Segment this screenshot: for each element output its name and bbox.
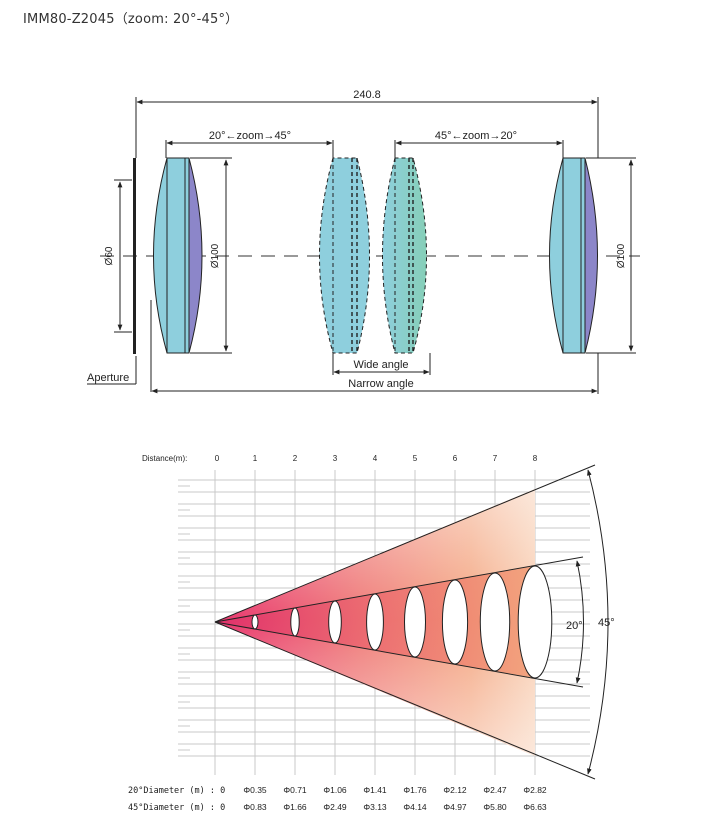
diameter-45-value: Φ2.49: [323, 802, 347, 812]
diameter-20-value: Φ1.06: [323, 785, 347, 795]
diameter-20-value: Φ0.35: [243, 785, 267, 795]
moving-lens-wide: [319, 157, 370, 354]
aperture-plate: [133, 158, 136, 354]
beam-spot: [441, 579, 469, 665]
distance-tick: 2: [293, 454, 298, 463]
total-length-label: 240.8: [353, 89, 381, 101]
beam-spot: [404, 586, 426, 658]
diameter-20-value: Φ2.82: [523, 785, 547, 795]
zoom-right-label: 45°←zoom→20°: [435, 130, 517, 142]
diameter-45-value: Φ5.80: [483, 802, 507, 812]
beam-spots: [251, 565, 553, 679]
right-lens-dia-label: Ø100: [616, 243, 627, 268]
moving-lens-narrow: [382, 157, 427, 354]
distance-tick: 7: [493, 454, 498, 463]
angle-narrow-label: 20°: [566, 620, 583, 632]
page-title: IMM80-Z2045（zoom: 20°-45°）: [23, 12, 239, 27]
distance-tick: 5: [413, 454, 418, 463]
diameter-45-value: Φ1.66: [283, 802, 307, 812]
beam-spot: [251, 614, 259, 630]
zoom-left-label: 20°←zoom→45°: [209, 130, 291, 142]
narrow-angle-label: Narrow angle: [348, 378, 413, 390]
beam-spot: [290, 607, 300, 637]
diameter-20-value: Φ0.71: [283, 785, 307, 795]
aperture-label: Aperture: [87, 372, 129, 384]
angle-wide-label: 45°: [598, 617, 615, 629]
diameter-45-value: Φ6.63: [523, 802, 547, 812]
distance-label: Distance(m):: [142, 454, 187, 463]
diameter-45-value: Φ4.14: [403, 802, 427, 812]
beam-diagram: Distance(m): 0 1 2 3 4 5 6 7 8 20° 45° 20°Diamet…: [128, 454, 615, 813]
beam-spot: [366, 593, 384, 651]
beam-spot: [328, 600, 342, 644]
distance-tick: 8: [533, 454, 538, 463]
diameter-45-value: Φ4.97: [443, 802, 467, 812]
diameter-20-value: Φ1.41: [363, 785, 387, 795]
left-lens-dia-label: Ø100: [210, 243, 221, 268]
angle-arc-wide: [587, 469, 609, 775]
beam-spot: [479, 572, 511, 672]
diameter-20-value: Φ2.12: [443, 785, 467, 795]
diameter-20-value: Φ2.47: [483, 785, 507, 795]
diameter-45-value: Φ3.13: [363, 802, 387, 812]
right-lens: [549, 157, 598, 354]
distance-ticks: 0 1 2 3 4 5 6 7 8: [215, 454, 538, 463]
row20-label: 20°Diameter (m) : 0: [128, 786, 225, 796]
distance-tick: 0: [215, 454, 220, 463]
row45-label: 45°Diameter (m) : 0: [128, 803, 225, 813]
distance-tick: 1: [253, 454, 258, 463]
distance-tick: 3: [333, 454, 338, 463]
aperture-dia-label: Ø60: [104, 246, 115, 265]
distance-tick: 4: [373, 454, 378, 463]
beam-spot: [517, 565, 553, 679]
diameter-rows: Φ0.35 Φ0.71 Φ1.06 Φ1.41 Φ1.76 Φ2.12 Φ2.47 Φ2.82…: [243, 785, 547, 812]
lens-diagram: 240.8 20°←zoom→45° 45°←zoom→20° Ø60 Aper…: [87, 89, 640, 394]
diameter-45-value: Φ0.83: [243, 802, 267, 812]
diameter-20-value: Φ1.76: [403, 785, 427, 795]
distance-tick: 6: [453, 454, 458, 463]
left-lens: [153, 157, 203, 354]
wide-angle-label: Wide angle: [353, 359, 408, 371]
angle-arc-narrow: [575, 560, 584, 684]
